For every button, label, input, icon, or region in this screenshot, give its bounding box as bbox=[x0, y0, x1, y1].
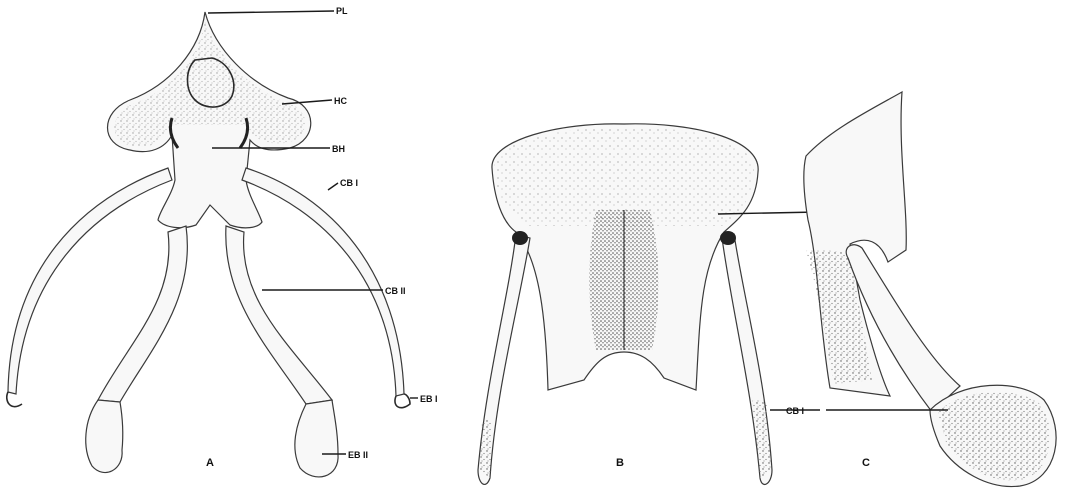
panel-label-c: C bbox=[862, 457, 870, 469]
cb1-left-b-shading bbox=[480, 420, 492, 478]
ceratobranchial-1-right bbox=[242, 168, 404, 396]
panel-c-drawing: C bbox=[804, 92, 1056, 487]
leader-cb1-a bbox=[328, 183, 338, 190]
label-cb1-a: CB I bbox=[340, 178, 358, 188]
ceratobranchial-2-right bbox=[226, 226, 332, 404]
joint-left-b bbox=[512, 231, 528, 245]
label-cb1-b: CB I bbox=[786, 406, 804, 416]
ceratobranchial-2-left bbox=[98, 226, 187, 402]
panel-label-a: A bbox=[206, 457, 214, 469]
epibranchial-2-left bbox=[86, 400, 123, 473]
label-cb2-a: CB II bbox=[385, 286, 406, 296]
panel-b-drawing: BH CB I B bbox=[478, 124, 835, 485]
joint-right-b bbox=[720, 231, 736, 245]
epibranchial-lateral-shading bbox=[938, 392, 1050, 481]
leader-pl bbox=[208, 11, 334, 13]
label-hc: HC bbox=[334, 96, 347, 106]
label-eb2-a: EB II bbox=[348, 450, 368, 460]
epibranchial-2-right bbox=[295, 400, 338, 477]
ceratobranchial-1-left bbox=[8, 168, 172, 394]
panel-a-drawing: PL HC BH CB I CB II EB I EB II A bbox=[7, 6, 438, 477]
label-eb1-a: EB I bbox=[420, 394, 438, 404]
label-pl: PL bbox=[336, 6, 348, 16]
panel-label-b: B bbox=[616, 457, 624, 469]
label-bh-a: BH bbox=[332, 144, 345, 154]
cb1-right-b-shading bbox=[752, 400, 772, 478]
